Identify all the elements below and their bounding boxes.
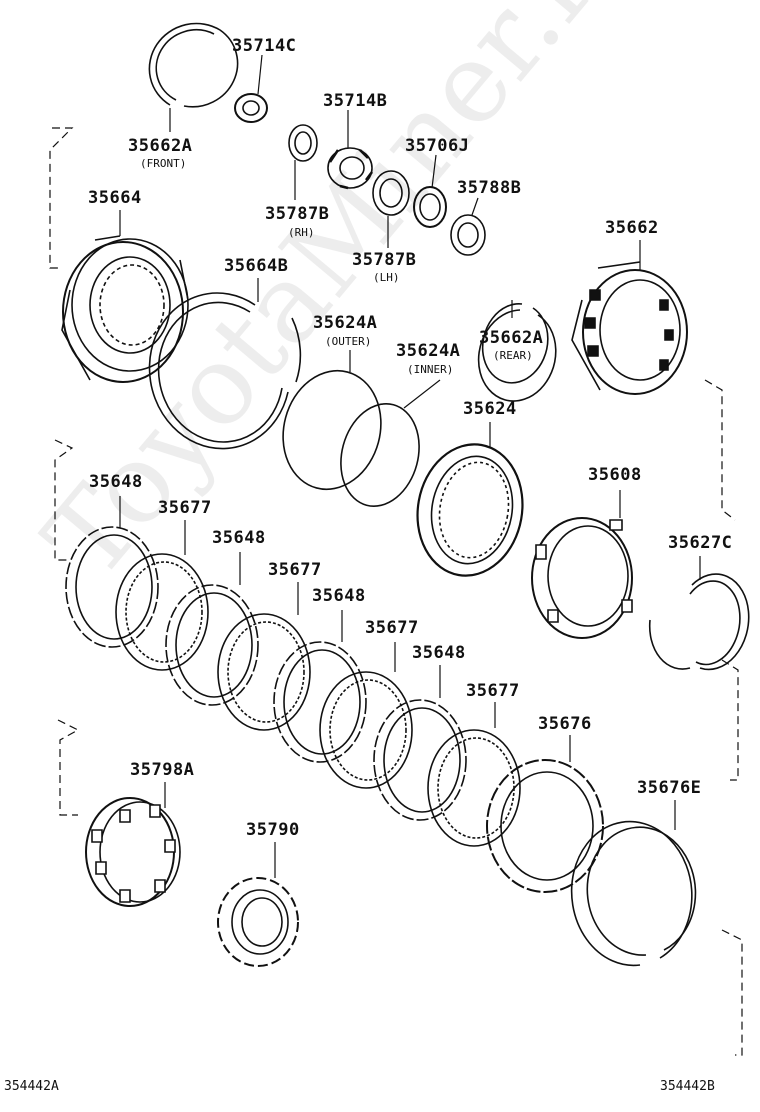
bearing-35714b-drawing — [327, 147, 373, 190]
label-35624a-inner-sub: (INNER) — [407, 363, 454, 376]
label-35624a-outer: 35624A — [313, 313, 378, 333]
drum-35664-drawing — [61, 235, 189, 383]
label-35677-4: 35677 — [466, 681, 520, 701]
label-35648-1: 35648 — [89, 472, 143, 492]
label-35676e: 35676E — [637, 778, 702, 798]
washer-35714c-drawing — [234, 93, 268, 123]
label-35624a-inner: 35624A — [396, 341, 461, 361]
label-35648-4: 35648 — [412, 643, 466, 663]
label-35624a-outer-sub: (OUTER) — [325, 335, 372, 348]
label-35662a-front-sub: (FRONT) — [140, 157, 187, 170]
leader-lines — [119, 54, 701, 878]
label-35676: 35676 — [538, 714, 592, 734]
label-35788b: 35788B — [457, 178, 522, 198]
label-35608: 35608 — [588, 465, 642, 485]
piston-35624-drawing — [416, 443, 524, 577]
label-35624: 35624 — [463, 399, 517, 419]
bracket-lines — [49, 127, 743, 1056]
label-35662a-front: 35662A — [128, 136, 193, 156]
label-35677-3: 35677 — [365, 618, 419, 638]
label-35648-2: 35648 — [212, 528, 266, 548]
label-35787b-rh: 35787B — [265, 204, 330, 224]
label-35706j: 35706J — [405, 136, 470, 156]
clutch-pack-drawing — [65, 526, 521, 847]
label-35787b-lh: 35787B — [352, 250, 417, 270]
label-35664: 35664 — [88, 188, 142, 208]
label-35648-3: 35648 — [312, 586, 366, 606]
label-35677-2: 35677 — [268, 560, 322, 580]
label-35664b: 35664B — [224, 256, 289, 276]
part-35790-drawing — [217, 877, 299, 967]
reference-code-left: 354442A — [4, 1079, 59, 1094]
hub-35798a-drawing — [85, 797, 181, 907]
label-35787b-lh-sub: (LH) — [373, 271, 400, 284]
snap-ring-front-drawing — [148, 22, 239, 108]
reference-code-right: 354442B — [660, 1079, 715, 1094]
label-35714b: 35714B — [323, 91, 388, 111]
label-35627c: 35627C — [668, 533, 733, 553]
label-35662: 35662 — [605, 218, 659, 238]
label-35798a: 35798A — [130, 760, 195, 780]
race-rh-drawing — [288, 124, 318, 162]
label-35790: 35790 — [246, 820, 300, 840]
label-35662a-rear-sub: (REAR) — [493, 349, 533, 362]
part-35608-drawing — [531, 517, 633, 639]
label-35677-1: 35677 — [158, 498, 212, 518]
drum-35662-drawing — [571, 261, 688, 395]
label-35714c: 35714C — [232, 36, 297, 56]
label-35787b-rh-sub: (RH) — [288, 226, 315, 239]
label-35662a-rear: 35662A — [479, 328, 544, 348]
